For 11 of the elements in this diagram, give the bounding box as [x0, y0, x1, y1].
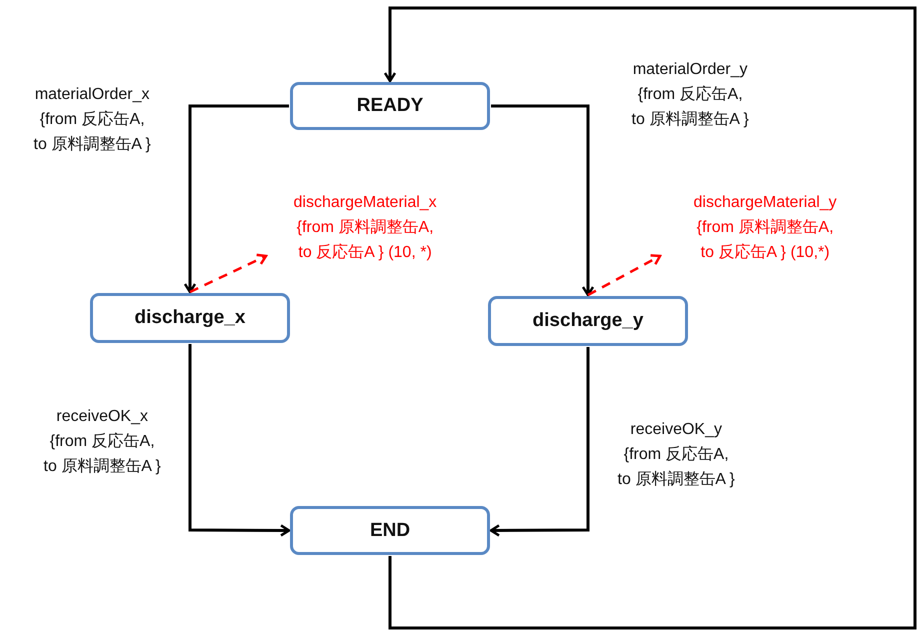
arrow	[384, 6, 916, 630]
state-box: discharge_y	[488, 296, 688, 346]
state-box: discharge_x	[90, 293, 290, 343]
dashed-arrow	[189, 254, 268, 294]
arrow	[491, 104, 594, 296]
arrow	[490, 347, 590, 537]
arrow	[184, 104, 289, 294]
arrow	[188, 344, 290, 537]
state-box: READY	[290, 82, 490, 130]
dashed-arrow	[587, 254, 662, 296]
state-box: END	[290, 506, 490, 555]
